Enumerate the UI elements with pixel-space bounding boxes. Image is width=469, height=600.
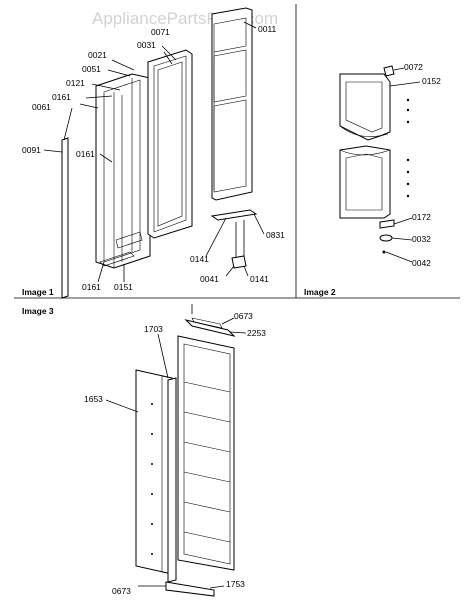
label-0151: 0151 <box>114 282 133 292</box>
label-2253: 2253 <box>247 328 266 338</box>
side-panel-1653 <box>135 369 173 575</box>
label-1653: 1653 <box>84 394 103 404</box>
label-0161-mid: 0161 <box>76 149 95 159</box>
label-1753: 1753 <box>226 579 245 589</box>
trim-strip-0091 <box>61 137 69 299</box>
label-0041: 0041 <box>200 274 219 284</box>
label-0673-top: 0673 <box>234 311 253 321</box>
label-0121: 0121 <box>66 78 85 88</box>
image2-panel: 0072 0152 0172 0032 0042 Image 2 <box>304 62 441 297</box>
label-0673-bottom: 0673 <box>112 586 131 596</box>
hinge-bracket-0831 <box>210 209 258 221</box>
hinge-pin-0041 <box>231 255 247 269</box>
label-0831: 0831 <box>266 230 285 240</box>
image2-title: Image 2 <box>304 287 336 297</box>
label-0091: 0091 <box>22 145 41 155</box>
label-0071: 0071 <box>151 27 170 37</box>
label-0161-top: 0161 <box>52 92 71 102</box>
image3-title: Image 3 <box>22 306 54 316</box>
cap-0072 <box>383 65 395 77</box>
image3-panel: Image 3 <box>22 304 266 597</box>
image1-panel: 0011 0071 0031 0021 0051 0121 0161 0061 … <box>22 7 285 299</box>
cap-top-0673 <box>184 319 236 337</box>
label-0161-bottom: 0161 <box>82 282 101 292</box>
label-0011: 0011 <box>258 24 277 34</box>
label-0152: 0152 <box>422 76 441 86</box>
shelf-upper <box>339 73 391 141</box>
label-0172: 0172 <box>412 212 431 222</box>
label-0061: 0061 <box>32 102 51 112</box>
door-liner <box>95 73 151 269</box>
label-0042: 0042 <box>412 258 431 268</box>
shelf-lower <box>339 145 391 219</box>
cap-bottom-0673 <box>165 581 215 597</box>
image1-title: Image 1 <box>22 287 54 297</box>
washer-0032 <box>379 234 393 242</box>
label-0072: 0072 <box>404 62 423 72</box>
door-gasket <box>147 49 193 239</box>
screw-0042 <box>382 250 386 254</box>
label-0051: 0051 <box>82 64 101 74</box>
trim-1703 <box>167 377 177 583</box>
label-0141-right: 0141 <box>250 274 269 284</box>
outer-door-panel <box>211 7 253 201</box>
label-0031: 0031 <box>137 40 156 50</box>
label-0021: 0021 <box>88 50 107 60</box>
label-1703: 1703 <box>144 324 163 334</box>
screws <box>406 98 410 198</box>
cap-0172 <box>379 219 395 229</box>
dispenser-panel <box>177 335 235 571</box>
label-0141-left: 0141 <box>190 254 209 264</box>
label-0032: 0032 <box>412 234 431 244</box>
